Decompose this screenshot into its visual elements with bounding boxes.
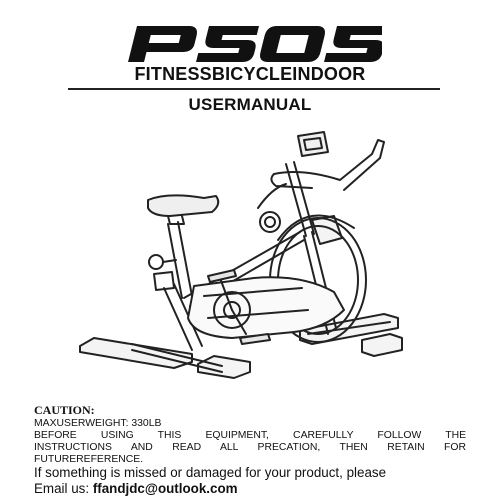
email-label: Email us: xyxy=(34,481,90,496)
email-address[interactable]: ffandjdc@outlook.com xyxy=(92,481,238,496)
title-divider xyxy=(68,88,440,90)
missing-notice: If something is missed or damaged for yo… xyxy=(34,465,387,480)
caution-text-line1: BEFORE USING THIS EQUIPMENT, CAREFULLY F… xyxy=(34,430,466,441)
exercise-bike-illustration xyxy=(79,131,403,379)
max-weight-text: MAXUSERWEIGHT: 330LB xyxy=(34,418,162,429)
caution-text-line3: FUTUREREFERENCE. xyxy=(34,454,144,465)
caution-text-line2: INSTRUCTIONS AND READ ALL PRECATION, THE… xyxy=(34,442,466,453)
email-line: Email us: ffandjdc@outlook.com xyxy=(34,481,238,497)
brand-logo xyxy=(128,26,382,62)
caution-title: CAUTION: xyxy=(34,403,95,417)
manual-title: USERMANUAL xyxy=(188,95,312,114)
product-title: FITNESSBICYCLEINDOOR xyxy=(134,64,366,84)
